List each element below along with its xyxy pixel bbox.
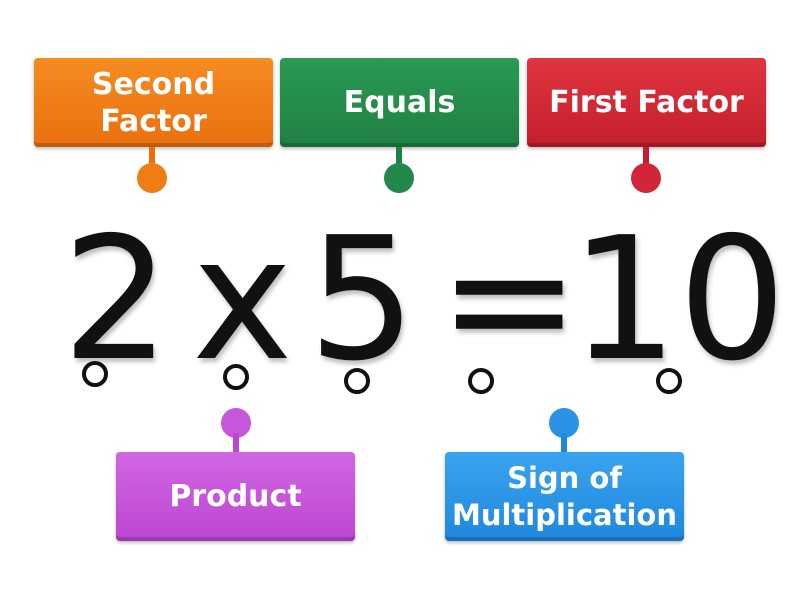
pin-stem	[233, 433, 239, 455]
equation-second-number: 5	[308, 201, 417, 399]
card-label: Product	[169, 479, 302, 514]
card-label: Sign of Multiplication	[451, 460, 678, 532]
drop-target-first-number[interactable]	[82, 361, 108, 387]
label-card-sign-of-multiplication[interactable]: Sign of Multiplication	[445, 452, 684, 541]
drop-target-equals-sign[interactable]	[468, 368, 494, 394]
card-label: Equals	[343, 85, 456, 120]
pin-dot-first-factor[interactable]	[631, 163, 661, 193]
label-card-first-factor[interactable]: First Factor	[527, 58, 766, 147]
label-card-second-factor[interactable]: Second Factor	[34, 58, 273, 147]
equation-multiplication-sign: x	[192, 201, 293, 399]
pin-dot-equals[interactable]	[384, 163, 414, 193]
pin-stem	[643, 147, 649, 169]
drop-target-product[interactable]	[656, 368, 682, 394]
card-label: First Factor	[549, 85, 744, 120]
drop-target-second-number[interactable]	[344, 368, 370, 394]
drop-target-multiplication-sign[interactable]	[223, 364, 249, 390]
pin-dot-second-factor[interactable]	[137, 163, 167, 193]
equation-product: 10	[570, 201, 787, 399]
label-card-product[interactable]: Product	[116, 452, 355, 541]
card-label: Second Factor	[91, 66, 216, 139]
equation-equals-sign: =	[438, 201, 581, 399]
equation-first-number: 2	[62, 201, 171, 399]
label-card-equals[interactable]: Equals	[280, 58, 519, 147]
pin-stem	[396, 147, 402, 169]
pin-stem	[561, 433, 567, 455]
pin-stem	[149, 147, 155, 169]
